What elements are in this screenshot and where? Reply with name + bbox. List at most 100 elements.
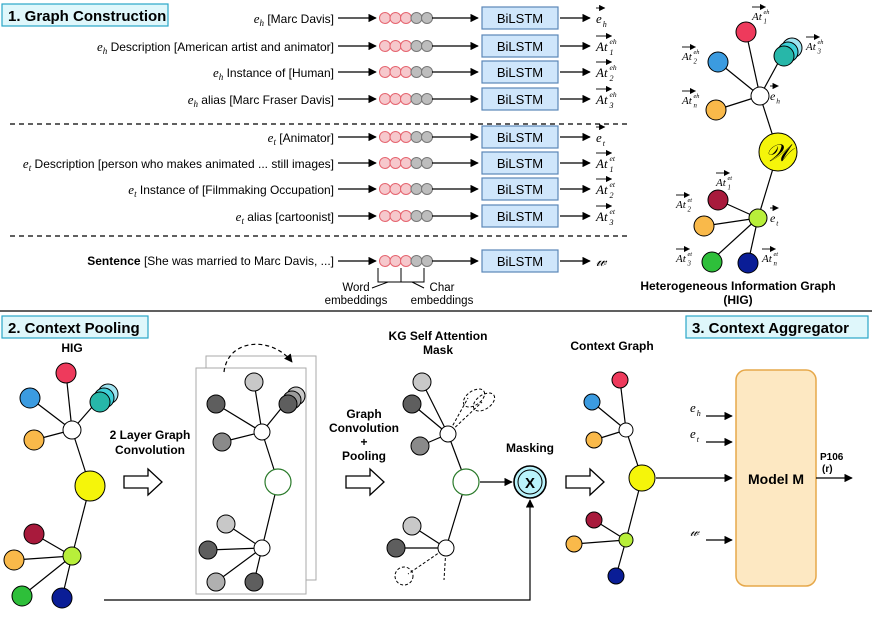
sentence-text: Sentence [She was married to Marc Davis,…: [87, 254, 334, 268]
row-text: eh Description [American artist and anim…: [97, 39, 334, 56]
row-embedding-circle: [379, 131, 391, 143]
mask-label-2: Mask: [423, 343, 453, 357]
bilstm-box: [481, 204, 559, 228]
row-text: et Description [person who makes animate…: [23, 156, 334, 173]
section-3-title: 3. Context Aggregator: [685, 315, 869, 339]
bilstm-label: BiLSTM: [497, 39, 543, 54]
model-input-0-symbol: e: [690, 400, 696, 415]
row-output-sub: 2: [610, 191, 614, 200]
row-embedding-circle: [421, 66, 433, 78]
row-embedding-circle: [421, 12, 433, 24]
row-output-sup: et: [610, 207, 616, 216]
bilstm-label: BiLSTM: [497, 182, 543, 197]
sentence-embedding-circle: [400, 255, 412, 267]
row-output-sup: et: [610, 180, 616, 189]
hig-tail-attr-3-label-symbol: At: [675, 253, 687, 265]
hig-head-label-symbol: e: [770, 89, 776, 103]
row-output-sup: eh: [610, 37, 617, 46]
hig-head-attr-n-node: [705, 99, 727, 121]
row-embedding-circle: [379, 157, 391, 169]
row-embedding-circle: [389, 131, 402, 143]
row-embedding-circle: [410, 131, 423, 143]
hig-tail-attr-3-label-sub: 3: [686, 260, 691, 267]
masking-label: Masking: [506, 441, 554, 455]
context-graph-label: Context Graph: [570, 339, 653, 353]
sentence-bilstm-label: BiLSTM: [497, 254, 543, 269]
section-1-box: [1, 3, 169, 27]
sentence-embedding-circle: [379, 255, 391, 267]
row-output-symbol: At: [595, 92, 608, 107]
model-input-1-sub: t: [697, 435, 700, 444]
sentence-bilstm-box: [481, 249, 559, 273]
row-embedding-circle: [410, 210, 423, 222]
row-embedding-circle: [421, 40, 433, 52]
row-text: eh [Marc Davis]: [254, 11, 334, 28]
output-label-1: P106: [820, 452, 844, 463]
row-embedding-circle: [400, 157, 412, 169]
row-embedding-circle: [389, 40, 402, 52]
row-embedding-circle: [421, 210, 433, 222]
mask-operator-inner: [517, 469, 543, 495]
hig-tail-attr-1-label-sub: 1: [727, 184, 730, 191]
row-embedding-circle: [410, 93, 423, 105]
model-input-0-sub: h: [697, 409, 701, 418]
row-tail-2: et Instance of [Filmmaking Occupation] Bi…: [128, 175, 616, 201]
bilstm-box: [481, 87, 559, 111]
row-tail-1: et Description [person who makes animate…: [23, 149, 616, 175]
model-input-1-symbol: e: [690, 426, 696, 441]
hig-center-node: [758, 132, 798, 172]
embedding-brackets: Word embeddings Char embeddings: [325, 268, 474, 307]
hig-tail-attr-2-label-symbol: At: [675, 199, 687, 211]
hig-caption-2: (HIG): [723, 293, 752, 307]
mask-operator: [513, 465, 547, 499]
bilstm-box: [481, 6, 559, 30]
pool-label-4: Pooling: [342, 449, 386, 463]
section-2-text: 2. Context Pooling: [8, 320, 140, 337]
row-embedding-circle: [379, 93, 391, 105]
hig-to-mask-arrow: [104, 499, 535, 601]
row-output-sub: 1: [610, 48, 614, 57]
hig-tail-attr-1-label-symbol: At: [715, 177, 727, 189]
section-2-box: [1, 315, 149, 339]
hig-tail-attr-n-label-symbol: At: [761, 253, 773, 265]
char-emb-label-1: Char: [430, 282, 455, 294]
row-embedding-circle: [379, 183, 391, 195]
bilstm-label: BiLSTM: [497, 92, 543, 107]
row-text: et Instance of [Filmmaking Occupation]: [128, 182, 334, 199]
row-embedding-circle: [410, 12, 423, 24]
row-embedding-circle: [400, 183, 412, 195]
row-embedding-circle: [379, 66, 391, 78]
row-embedding-circle: [379, 12, 391, 24]
model-label: Model M: [748, 471, 804, 487]
hig-tail-label-symbol: e: [770, 211, 776, 225]
pool-label-3: +: [360, 435, 367, 449]
bilstm-box: [481, 34, 559, 58]
gcn-layers: [195, 343, 317, 595]
row-embedding-circle: [400, 12, 412, 24]
hig-tail-attr-2-node: [693, 215, 715, 237]
row-embedding-circle: [389, 66, 402, 78]
row-output-symbol: At: [595, 209, 608, 224]
row-embedding-circle: [421, 157, 433, 169]
hig-head-attr-3-label-sup: eh: [817, 39, 823, 46]
row-output-symbol: At: [595, 156, 608, 171]
row-embedding-circle: [379, 210, 391, 222]
output-label-2: (r): [822, 464, 833, 475]
row-embedding-circle: [389, 157, 402, 169]
gcn-label-2: Convolution: [115, 443, 185, 457]
